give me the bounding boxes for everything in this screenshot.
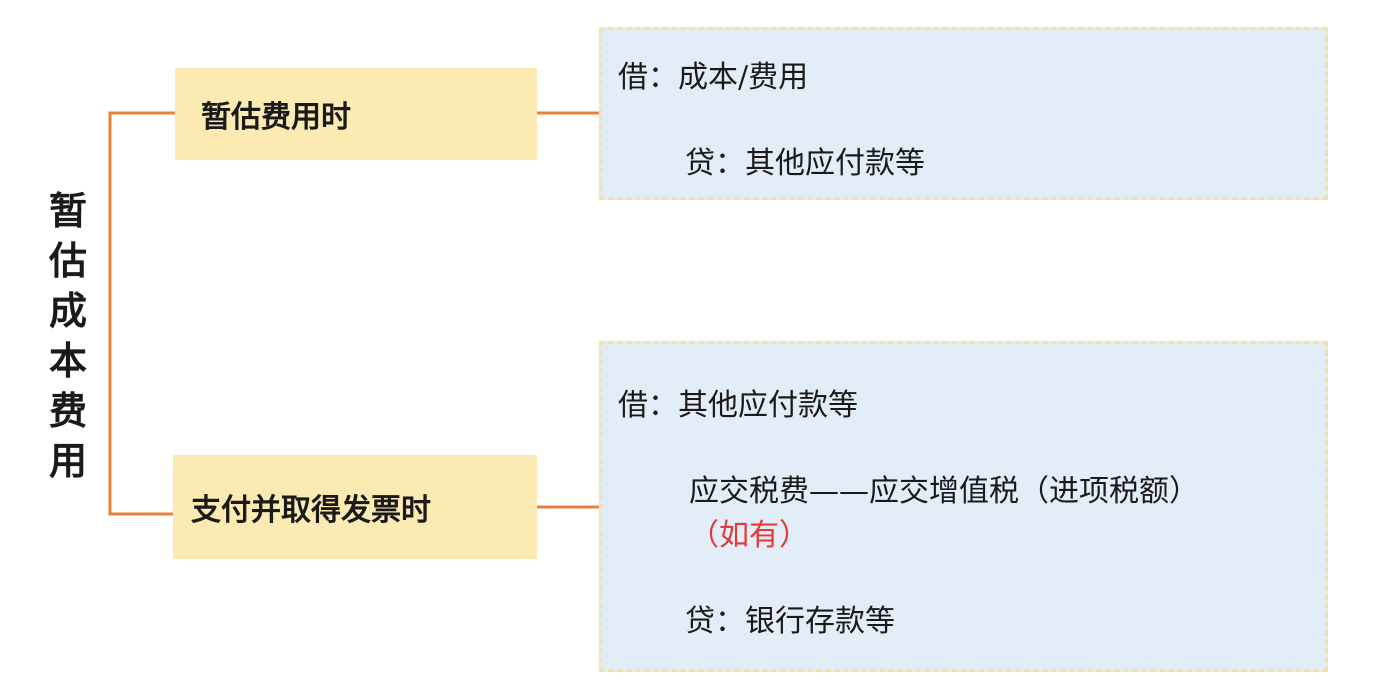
branch-payment: 支付并取得发票时 xyxy=(173,455,537,559)
branch-accrual-label: 暂估费用时 xyxy=(201,100,351,135)
root-title-char: 成 xyxy=(48,289,87,333)
root-title-char: 用 xyxy=(48,439,87,483)
root-title-char: 估 xyxy=(48,239,87,283)
root-title-char: 本 xyxy=(48,339,87,383)
entry-box-accrual: 借：成本/费用 贷：其他应付款等 xyxy=(599,27,1328,200)
root-title-char: 暂 xyxy=(48,189,87,233)
vat-note: （如有） xyxy=(689,518,809,553)
root-title-char: 费 xyxy=(48,389,87,433)
debit-entry: 借：其他应付款等 xyxy=(618,388,858,423)
branch-payment-label: 支付并取得发票时 xyxy=(191,493,431,528)
root-title: 暂 估 成 本 费 用 xyxy=(44,186,92,486)
debit-entry-vat: 应交税费——应交增值税（进项税额） xyxy=(689,474,1199,509)
credit-entry: 贷：其他应付款等 xyxy=(685,146,925,181)
credit-entry: 贷：银行存款等 xyxy=(685,604,895,639)
branch-accrual: 暂估费用时 xyxy=(175,68,537,160)
entry-box-payment: 借：其他应付款等 应交税费——应交增值税（进项税额） （如有） 贷：银行存款等 xyxy=(599,341,1328,672)
root-bracket-line xyxy=(108,111,175,516)
debit-entry: 借：成本/费用 xyxy=(618,60,809,95)
